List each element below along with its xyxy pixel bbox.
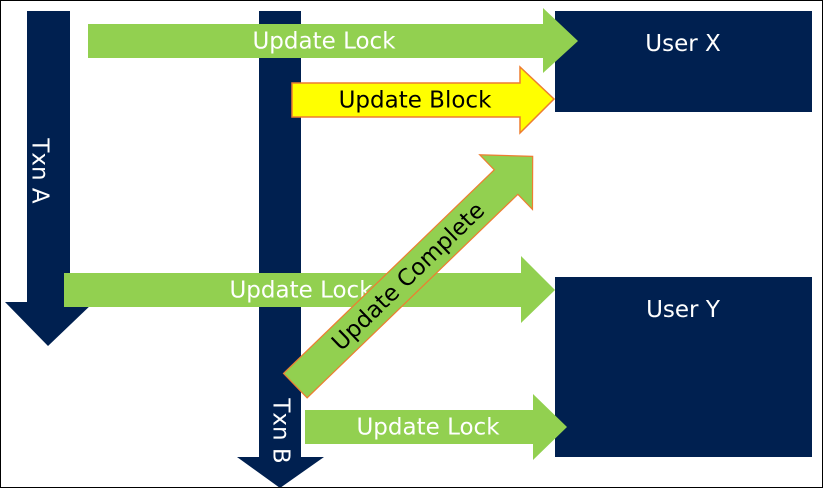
- update-complete-arrow: [282, 154, 534, 399]
- update-block-label: Update Block: [339, 88, 492, 114]
- update-lock-arrow-b-y: [305, 394, 567, 460]
- user-x-box: [555, 11, 812, 112]
- update-block-arrow: [291, 65, 556, 135]
- user-x-label: User X: [645, 31, 721, 57]
- txn-b-arrow: [237, 11, 324, 487]
- user-y-label: User Y: [646, 297, 721, 323]
- user-y-box: [555, 277, 812, 457]
- update-lock-label-b-y: Update Lock: [356, 415, 500, 441]
- txn-a-arrow: [5, 11, 94, 346]
- update-lock-arrow-a-y: [64, 256, 555, 323]
- txn-b-label: Txn B: [268, 397, 294, 463]
- update-lock-label-a-y: Update Lock: [229, 278, 373, 304]
- txn-a-label: Txn A: [27, 137, 53, 204]
- update-lock-label-a-x: Update Lock: [252, 29, 396, 55]
- update-lock-arrow-a-x: [88, 8, 578, 73]
